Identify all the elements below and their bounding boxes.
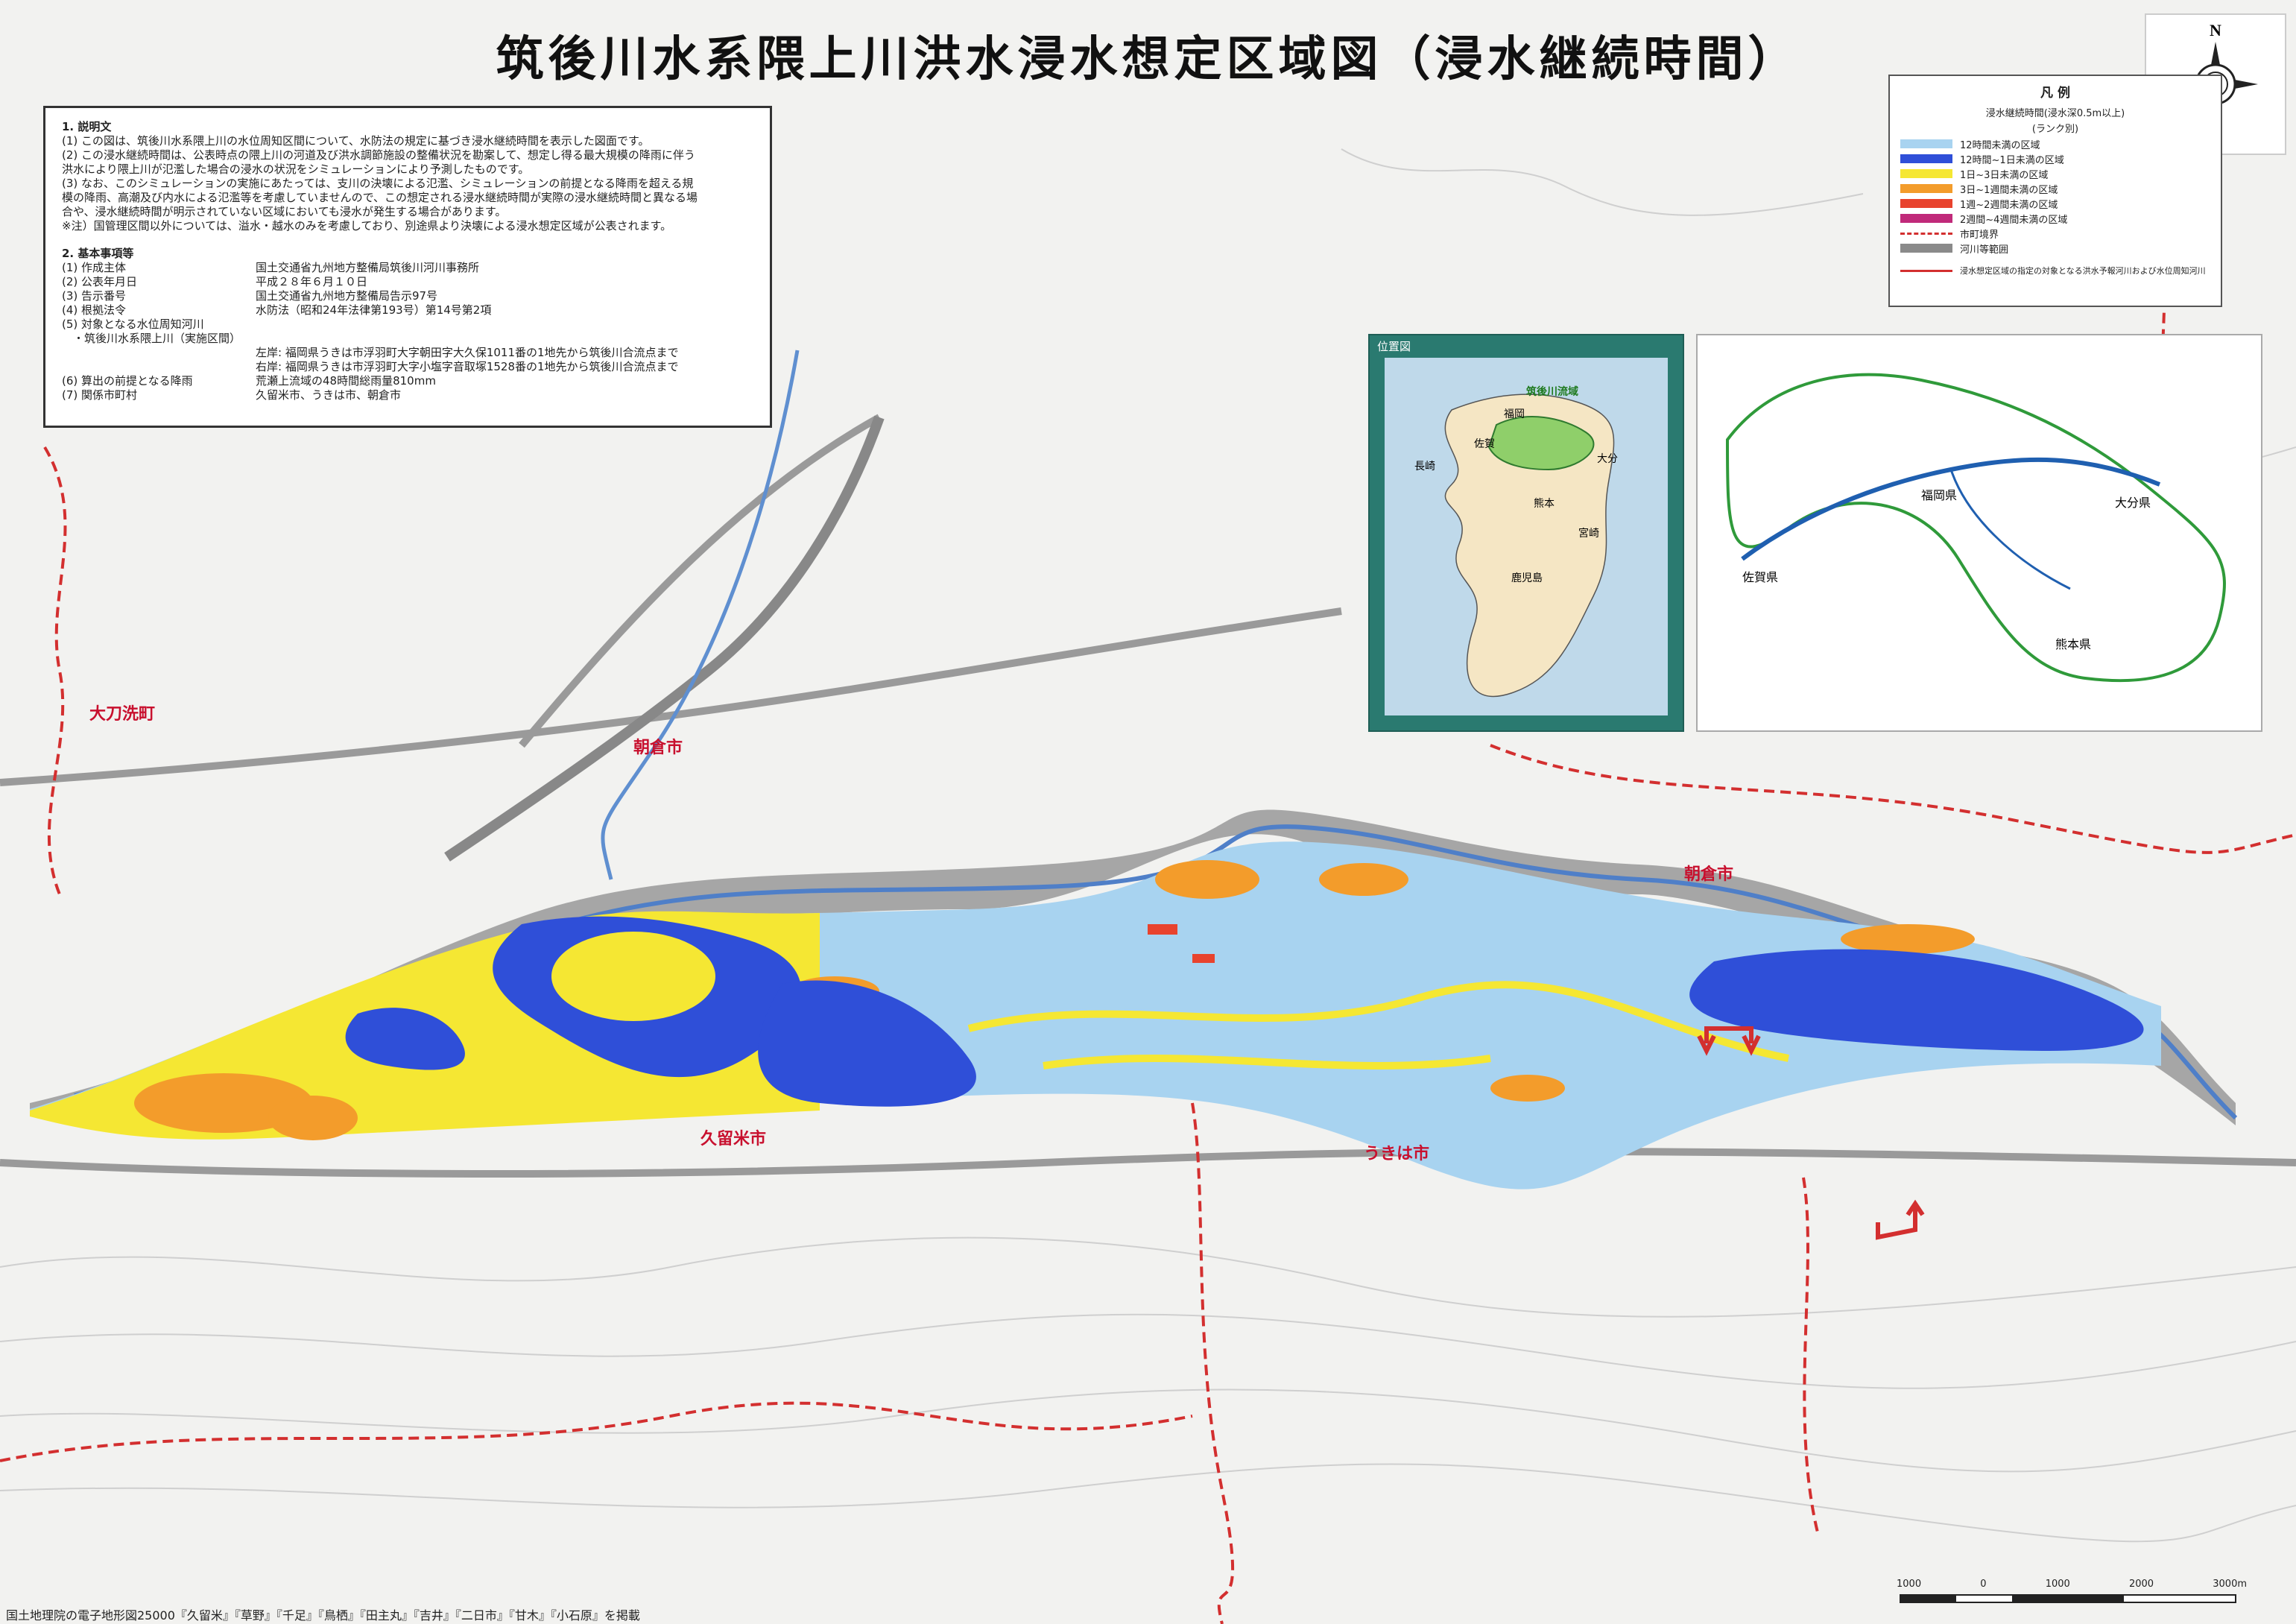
basic-info-row: (3) 告示番号国土交通省九州地方整備局告示97号 — [62, 289, 438, 303]
place-asakura: 朝倉市 — [633, 739, 683, 757]
legend-swatch — [1900, 184, 1952, 193]
contour-lines — [0, 148, 2296, 1543]
legend-swatch — [1900, 244, 1952, 253]
basin-pref-label: 福岡県 — [1921, 488, 1957, 502]
description-panel: 1. 説明文 (1) この図は、筑後川水系隈上川の水位周知区間について、水防法の… — [43, 106, 772, 428]
legend-item: 1日~3日未満の区域 — [1900, 166, 2210, 181]
basic-info-row: (7) 関係市町村久留米市、うきは市、朝倉市 — [62, 388, 402, 402]
flood-zone-yellow-ring — [551, 932, 715, 1021]
legend-title: 凡 例 — [2040, 86, 2070, 101]
legend-swatch — [1900, 154, 1952, 163]
legend-item: 市町境界 — [1900, 226, 2210, 241]
description-paragraph: 洪水により隈上川が氾濫した場合の浸水の状況をシミュレーションにより予測したもので… — [62, 162, 530, 176]
basin-map: 福岡県 大分県 佐賀県 熊本県 — [1696, 334, 2262, 732]
basic-info-row: (4) 根拠法令水防法（昭和24年法律第193号）第14号第2項 — [62, 303, 492, 317]
legend-item: 3日~1週間未満の区域 — [1900, 181, 2210, 196]
north-label: N — [2210, 21, 2221, 40]
legend-panel: 凡 例 浸水継続時間(浸水深0.5m以上) (ランク別) 12時間未満の区域 1… — [1888, 75, 2222, 307]
basic-info-row: (2) 公表年月日平成２８年６月１０日 — [62, 275, 368, 288]
pref-label: 宮崎 — [1578, 528, 1599, 540]
section-arrows — [1697, 1026, 1925, 1240]
location-map: 位置図 筑後川流域 福岡 佐賀 長崎 大分 熊本 宮崎 鹿児島 — [1368, 334, 1684, 732]
basic-info-row: 右岸: 福岡県うきは市浮羽町大字小塩字音取塚1528番の1地先から筑後川合流点ま… — [256, 360, 679, 373]
description-note: ※注）国管理区間以外については、溢水・越水のみを考慮しており、別途県より決壊によ… — [62, 219, 672, 233]
basic-info-row: ・筑後川水系隈上川（実施区間） — [62, 332, 241, 345]
legend-swatch — [1900, 232, 1952, 235]
place-tachiarai: 大刀洗町 — [89, 705, 156, 724]
legend-swatch — [1900, 139, 1952, 148]
legend-item: 浸水想定区域の指定の対象となる洪水予報河川および水位周知河川 — [1900, 256, 2210, 285]
description-paragraph: 模の降雨、高潮及び内水による氾濫等を考慮していませんので、この想定される浸水継続… — [62, 191, 698, 204]
pref-label: 福岡 — [1504, 408, 1525, 420]
location-map-title: 位置図 — [1377, 340, 1411, 353]
place-asakura-east: 朝倉市 — [1684, 865, 1734, 884]
flood-zone-yellow-threads — [967, 981, 1789, 1069]
map-title: 筑後川水系隈上川洪水浸水想定区域図（浸水継続時間） — [496, 32, 1800, 87]
basic-info-row: (1) 作成主体国土交通省九州地方整備局筑後川河川事務所 — [62, 261, 480, 274]
pref-label: 鹿児島 — [1511, 572, 1543, 584]
basin-label: 筑後川流域 — [1526, 385, 1578, 398]
basic-info-row: (6) 算出の前提となる降雨荒瀬上流域の48時間総雨量810mm — [62, 374, 436, 388]
flood-zone-orange — [134, 860, 1975, 1140]
legend-swatch — [1900, 199, 1952, 208]
pref-label: 長崎 — [1414, 461, 1435, 473]
place-kurume: 久留米市 — [700, 1130, 767, 1149]
legend-subtitle: 浸水継続時間(浸水深0.5m以上) — [1985, 108, 2125, 119]
description-heading: 1. 説明文 — [62, 120, 112, 133]
place-ukiha: うきは市 — [1364, 1145, 1430, 1163]
legend-swatch — [1900, 169, 1952, 178]
tributary-river — [601, 350, 800, 880]
legend-item: 1週~2週間未満の区域 — [1900, 196, 2210, 211]
pref-label: 大分 — [1597, 453, 1618, 465]
legend-item: 12時間~1日未満の区域 — [1900, 151, 2210, 166]
legend-rank: (ランク別) — [2031, 124, 2079, 135]
basin-outline-map: 福岡県 大分県 佐賀県 熊本県 — [1725, 373, 2226, 683]
legend-item: 河川等範囲 — [1900, 241, 2210, 256]
basin-pref-label: 熊本県 — [2055, 637, 2091, 651]
description-paragraph: 合や、浸水継続時間が明示されていない区域においても浸水が発生する場合があります。 — [62, 205, 507, 218]
scale-bar — [1900, 1594, 2236, 1603]
highway — [444, 415, 885, 862]
description-paragraph: (2) この浸水継続時間は、公表時点の隈上川の河道及び洪水調節施設の整備状況を勘… — [62, 148, 695, 162]
major-roads — [0, 414, 2296, 1178]
map-attribution: 国土地理院の電子地形図25000『久留米』『草野』『千足』『鳥栖』『田主丸』『吉… — [6, 1608, 640, 1623]
legend-item: 12時間未満の区域 — [1900, 136, 2210, 151]
basic-info-heading: 2. 基本事項等 — [62, 247, 134, 260]
chikugo-river-channel — [30, 809, 2236, 1125]
basic-info-row: (5) 対象となる水位周知河川 — [62, 317, 204, 331]
pref-label: 熊本 — [1534, 498, 1555, 510]
flood-zone-red — [1148, 924, 1215, 963]
basin-pref-label: 大分県 — [2115, 496, 2151, 510]
basic-info-row: 左岸: 福岡県うきは市浮羽町大字朝田字大久保1011番の1地先から筑後川合流点ま… — [256, 346, 679, 359]
description-paragraph: (3) なお、このシミュレーションの実施にあたっては、支川の決壊による氾濫、シミ… — [62, 177, 694, 190]
pref-label: 佐賀 — [1474, 438, 1495, 450]
legend-swatch — [1900, 214, 1952, 223]
kyushu-map: 筑後川流域 福岡 佐賀 長崎 大分 熊本 宮崎 鹿児島 — [1385, 358, 1668, 715]
basin-pref-label: 佐賀県 — [1742, 570, 1778, 584]
arrow-icon — [1900, 269, 1952, 272]
description-paragraph: (1) この図は、筑後川水系隈上川の水位周知区間について、水防法の規定に基づき浸… — [62, 134, 650, 148]
legend-item: 2週間~4週間未満の区域 — [1900, 211, 2210, 226]
